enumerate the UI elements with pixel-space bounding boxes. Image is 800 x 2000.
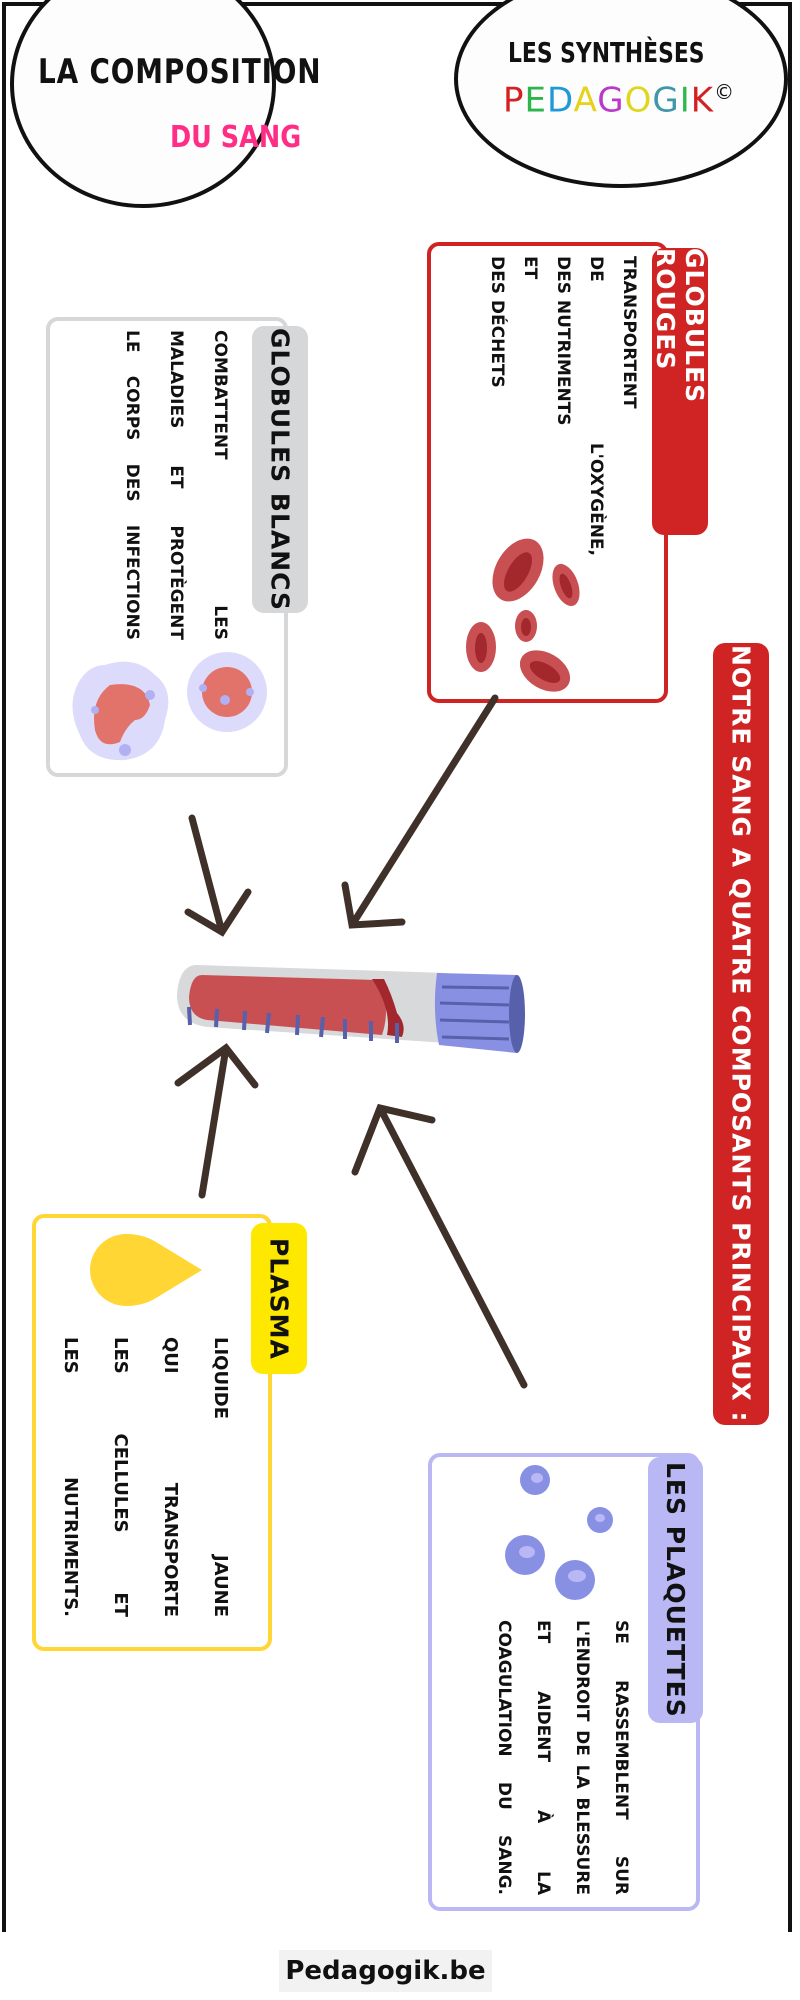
card-text-line: COMBATTENT LES: [210, 330, 230, 640]
brand-letter: P: [503, 80, 525, 121]
test-tube-icon: [177, 965, 525, 1053]
red-blood-cells-icon: [466, 538, 580, 692]
arrow-plasma-to-tube: [174, 1043, 259, 1199]
card-text-line: LES CELLULES ET: [110, 1337, 131, 1617]
footer-link[interactable]: Pedagogik.be: [279, 1950, 492, 1992]
page-frame: [2, 2, 792, 1932]
arrow-red-to-tube: [341, 694, 499, 929]
white-blood-cells-icon: [72, 652, 267, 761]
card-text-red: TRANSPORTENT DE L'OXYGÈNE, DES NUTRIMENTS E…: [440, 256, 645, 556]
arrow-white-to-tube: [184, 814, 252, 937]
card-text-line: SE RASSEMBLENT SUR: [611, 1620, 631, 1895]
card-title-white: GLOBULES BLANCS: [252, 326, 308, 613]
page-title: LA COMPOSITION: [38, 52, 322, 92]
brand-letters: PEDAGOGIK: [503, 80, 714, 120]
card-title-platelets: LES PLAQUETTES: [648, 1457, 703, 1723]
card-text-line: ET AIDENT À LA: [533, 1620, 553, 1895]
platelets-icon: [505, 1465, 613, 1600]
card-text-line: LES NUTRIMENTS.: [60, 1337, 81, 1617]
title-bubble: [10, 0, 276, 208]
card-text-line: COAGULATION DU SANG.: [494, 1620, 514, 1895]
card-text-platelets: SE RASSEMBLENT SUR L'ENDROIT DE LA BLESSU…: [470, 1620, 640, 1895]
brand-letter: G: [652, 80, 680, 121]
card-text-plasma: LIQUIDE JAUNE QUI TRANSPORTE LES CELLULES …: [55, 1337, 245, 1617]
drop-icon: [90, 1234, 202, 1306]
brand-letter: G: [597, 80, 625, 121]
card-text-line: DES DÉCHETS: [487, 256, 507, 388]
brand-letter: K: [690, 80, 715, 121]
card-text-line: ET: [520, 256, 540, 280]
brand-letter: D: [547, 80, 574, 121]
card-text-line: TRANSPORTENT: [619, 256, 639, 409]
arrow-platelets-to-tube: [351, 1103, 528, 1389]
logo-bubble: [454, 0, 788, 188]
card-text-white: COMBATTENT LES MALADIES ET PROTÈGENT LE CO…: [72, 330, 242, 640]
brand-letter: I: [679, 80, 691, 121]
card-text-line: DE L'OXYGÈNE,: [586, 256, 606, 556]
brand-letter: E: [524, 80, 547, 121]
brand-logo: PEDAGOGIK©: [503, 80, 735, 120]
card-text-line: QUI TRANSPORTE: [160, 1337, 181, 1617]
card-text-line: LE CORPS DES INFECTIONS: [122, 330, 142, 640]
card-text-line: L'ENDROIT DE LA BLESSURE: [572, 1620, 592, 1895]
brand-letter: O: [624, 80, 653, 121]
brand-letter: A: [573, 80, 598, 121]
card-title-plasma: PLASMA: [251, 1223, 307, 1374]
card-text-line: MALADIES ET PROTÈGENT: [166, 330, 186, 640]
card-text-line: LIQUIDE JAUNE: [210, 1337, 231, 1617]
main-banner: NOTRE SANG A QUATRE COMPOSANTS PRINCIPAU…: [713, 643, 769, 1425]
series-label: LES SYNTHÈSES: [508, 36, 705, 69]
copyright-mark: ©: [714, 80, 736, 104]
page-subtitle: DU SANG: [170, 120, 302, 155]
card-text-line: DES NUTRIMENTS: [553, 256, 573, 426]
card-title-red: GLOBULES ROUGES: [651, 248, 709, 535]
